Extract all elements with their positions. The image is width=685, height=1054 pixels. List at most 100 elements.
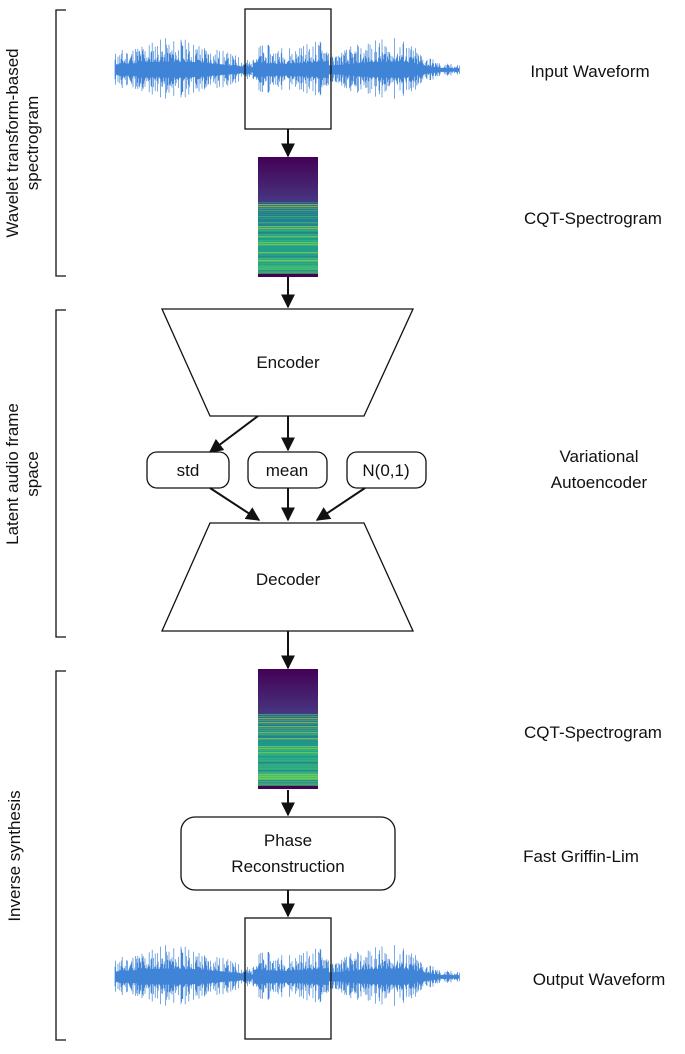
spectrogram-band xyxy=(258,254,318,256)
spectrogram-band xyxy=(258,202,318,204)
spectrogram-band xyxy=(258,744,318,746)
spectrogram-band xyxy=(258,738,318,740)
spectrogram-band xyxy=(258,742,318,744)
spectrogram-band xyxy=(258,768,318,770)
normal-distribution-label: N(0,1) xyxy=(362,461,409,480)
spectrogram-band xyxy=(258,212,318,214)
spectrogram-band xyxy=(258,236,318,238)
arrow-normal-to-decoder xyxy=(315,487,366,521)
right-label-cqt-top: CQT-Spectrogram xyxy=(524,209,662,228)
right-label-griffin-lim: Fast Griffin-Lim xyxy=(523,847,639,866)
encoder-label: Encoder xyxy=(256,353,320,372)
spectrogram-band xyxy=(258,726,318,728)
output-waveform xyxy=(114,945,460,1006)
spectrogram-band xyxy=(258,758,318,760)
spectrogram-band xyxy=(258,260,318,262)
spectrogram-band xyxy=(258,228,318,230)
spectrogram-band xyxy=(258,248,318,250)
cqt-spectrogram-input xyxy=(258,157,318,277)
mean-label: mean xyxy=(266,461,309,480)
spectrogram-band xyxy=(258,242,318,244)
spectrogram-band xyxy=(258,734,318,736)
mean-box: mean xyxy=(247,451,328,489)
spectrogram-band xyxy=(258,774,318,776)
spectrogram-band xyxy=(258,762,318,764)
spectrogram-band xyxy=(258,264,318,266)
waveform-trace xyxy=(114,38,460,99)
side-label-middle-line2: space xyxy=(23,451,42,496)
spectrogram-band xyxy=(258,756,318,758)
input-waveform xyxy=(114,38,460,99)
std-box: std xyxy=(146,451,230,489)
spectrogram-band xyxy=(258,244,318,246)
spectrogram-band xyxy=(258,740,318,742)
spectrogram-band xyxy=(258,724,318,726)
spectrogram-band xyxy=(258,764,318,766)
phase-label-line1: Phase xyxy=(264,831,312,850)
encoder-block: Encoder xyxy=(160,308,415,417)
spectrogram-band xyxy=(258,770,318,772)
waveform-trace xyxy=(114,945,460,1006)
output-waveform-window xyxy=(244,917,332,1040)
spectrogram-band xyxy=(258,218,318,220)
arrow-encoder-to-std xyxy=(208,415,259,453)
spectrogram-band xyxy=(258,746,318,748)
spectrogram-band xyxy=(258,204,318,206)
spectrogram-band xyxy=(258,778,318,780)
spectrogram-band xyxy=(258,258,318,260)
bracket-bottom xyxy=(55,670,66,1041)
spectrogram-edge xyxy=(258,786,318,789)
spectrogram-band xyxy=(258,772,318,774)
side-label-bottom: Inverse synthesis xyxy=(5,790,24,921)
spectrogram-band xyxy=(258,232,318,234)
spectrogram-band xyxy=(258,226,318,228)
spectrogram-band xyxy=(258,754,318,756)
spectrogram-band xyxy=(258,272,318,274)
spectrogram-band xyxy=(258,720,318,722)
spectrogram-band xyxy=(258,208,318,210)
phase-reconstruction-box: Phase Reconstruction xyxy=(180,816,396,891)
spectrogram-band xyxy=(258,238,318,240)
spectrogram-band xyxy=(258,784,318,786)
phase-label-line2: Reconstruction xyxy=(231,857,344,876)
decoder-label: Decoder xyxy=(256,570,321,589)
spectrogram-band xyxy=(258,256,318,258)
spectrogram-band xyxy=(258,736,318,738)
spectrogram-band xyxy=(258,732,318,734)
spectrogram-band xyxy=(258,782,318,784)
right-label-cqt-bottom: CQT-Spectrogram xyxy=(524,723,662,742)
right-label-output-waveform: Output Waveform xyxy=(533,970,666,989)
spectrogram-band xyxy=(258,766,318,768)
spectrogram-band xyxy=(258,270,318,272)
spectrogram-band xyxy=(258,716,318,718)
cqt-spectrogram-output xyxy=(258,669,318,789)
right-label-input-waveform: Input Waveform xyxy=(530,62,649,81)
bracket-top xyxy=(55,9,66,277)
spectrogram-band xyxy=(258,262,318,264)
spectrogram-band xyxy=(258,234,318,236)
side-label-top-line1: Wavelet transform-based xyxy=(3,48,22,237)
spectrogram-edge xyxy=(258,274,318,277)
spectrogram-band xyxy=(258,718,318,720)
spectrogram-band xyxy=(258,752,318,754)
spectrogram-band xyxy=(258,750,318,752)
spectrogram-band xyxy=(258,748,318,750)
right-label-vae-line1: Variational xyxy=(559,447,638,466)
spectrogram-band xyxy=(258,252,318,254)
spectrogram-band xyxy=(258,250,318,252)
spectrogram-band xyxy=(258,722,318,724)
right-label-vae-line2: Autoencoder xyxy=(551,473,648,492)
spectrogram-band xyxy=(258,780,318,782)
std-label: std xyxy=(177,461,200,480)
spectrogram-band xyxy=(258,206,318,208)
arrow-std-to-decoder xyxy=(209,487,261,521)
side-label-top-line2: spectrogram xyxy=(23,96,42,190)
spectrogram-band xyxy=(258,222,318,224)
spectrogram-band xyxy=(258,714,318,716)
spectrogram-band xyxy=(258,760,318,762)
spectrogram-band xyxy=(258,214,318,216)
bracket-middle xyxy=(55,309,66,638)
spectrogram-band xyxy=(258,224,318,226)
spectrogram-band xyxy=(258,216,318,218)
